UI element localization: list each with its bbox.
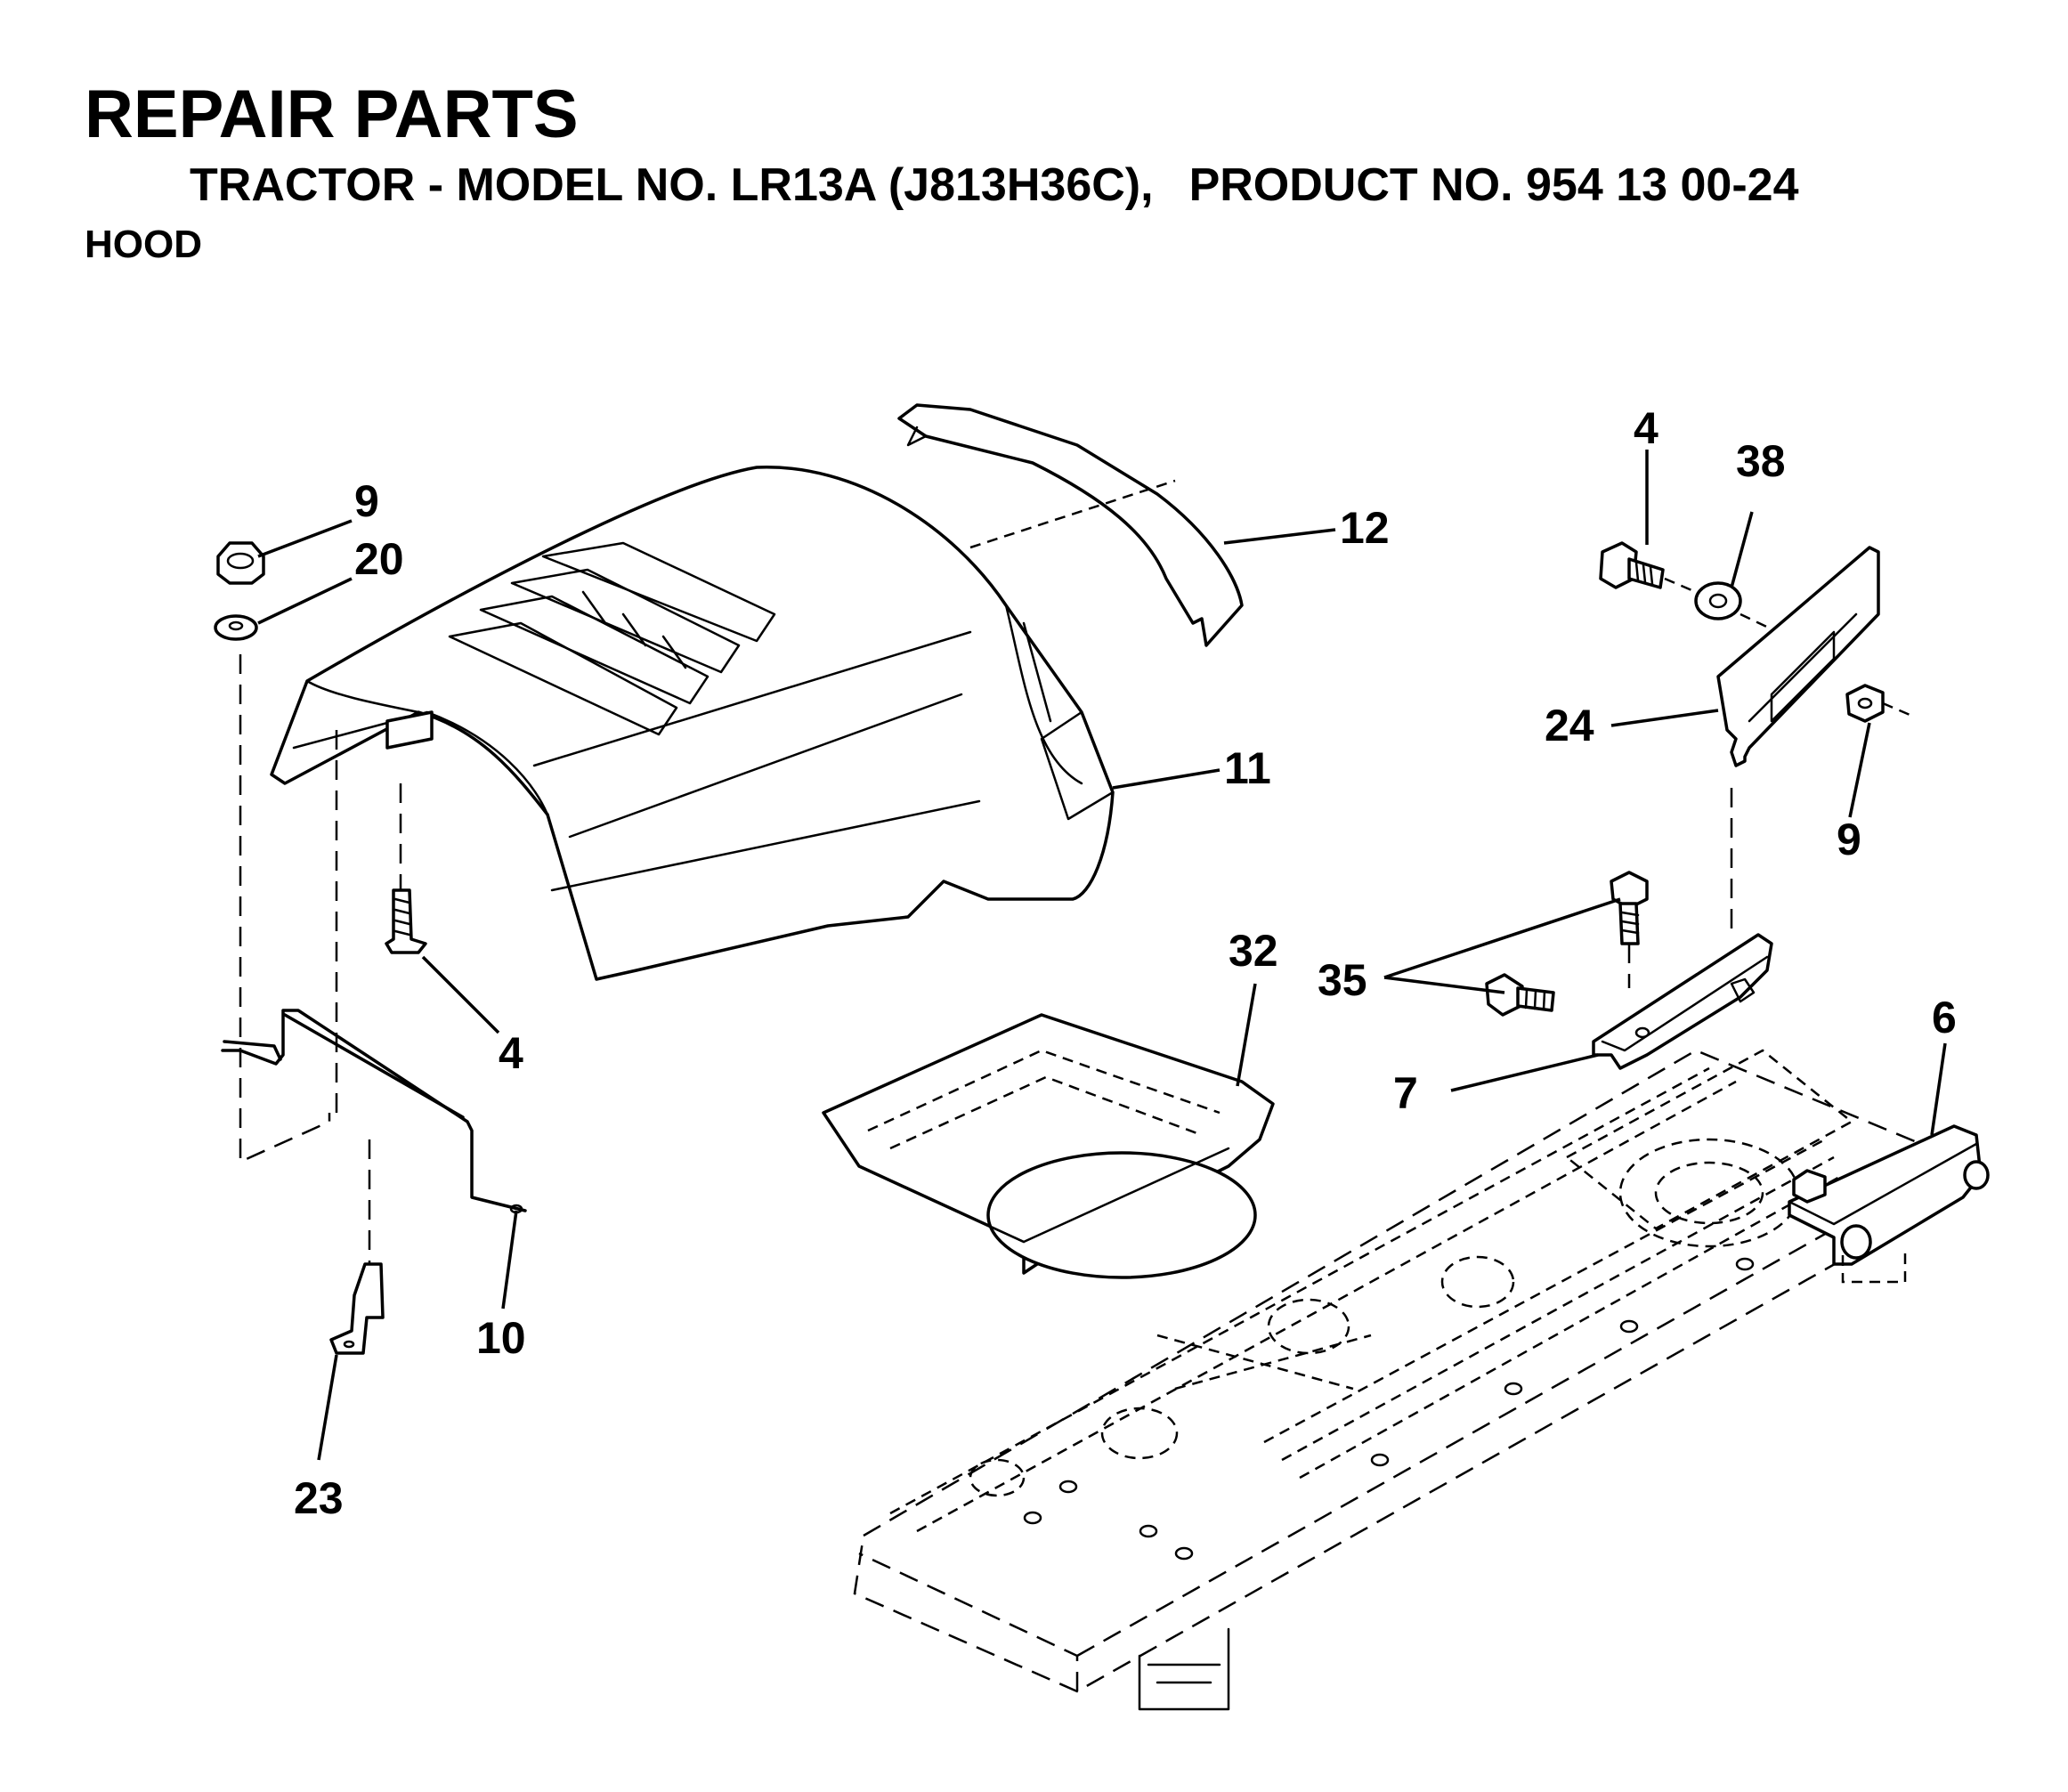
callout-9-left: 9	[354, 476, 379, 526]
callout-32: 32	[1229, 926, 1278, 976]
callout-9-right: 9	[1837, 815, 1861, 864]
dash-pan-drawing	[822, 1013, 1275, 1279]
page-title: REPAIR PARTS	[85, 77, 579, 152]
hood-vents	[448, 541, 776, 736]
grill-insert-drawing	[897, 403, 1244, 647]
callout-10: 10	[476, 1313, 526, 1363]
left-mount-drawing	[214, 541, 527, 1355]
front-bracket-drawing	[1485, 871, 1773, 1070]
callout-7: 7	[1393, 1068, 1418, 1118]
leader-lines	[257, 450, 1947, 1461]
callout-24: 24	[1545, 701, 1594, 750]
callout-4-mid: 4	[499, 1028, 523, 1078]
callout-20: 20	[354, 534, 404, 584]
callout-11: 11	[1224, 743, 1271, 793]
callout-35: 35	[1318, 955, 1367, 1005]
callout-23: 23	[294, 1473, 344, 1523]
right-hinge-drawing	[1599, 541, 1915, 935]
callout-6: 6	[1932, 993, 1957, 1042]
model-number-text: TRACTOR - MODEL NO. LR13A (J813H36C),	[190, 159, 1154, 211]
product-number-text: PRODUCT NO. 954 13 00-24	[1188, 159, 1799, 211]
hood-drawing	[270, 466, 1115, 981]
section-title: HOOD	[85, 223, 202, 266]
callout-12: 12	[1340, 503, 1390, 553]
callout-4-top: 4	[1634, 403, 1658, 453]
callout-labels: 9 20 4 38 12 24 9 11 32 35 4 6 7 10 23	[294, 403, 1957, 1523]
model-product-line: TRACTOR - MODEL NO. LR13A (J813H36C), PRO…	[190, 158, 1799, 212]
callout-38: 38	[1736, 436, 1786, 486]
side-bracket-drawing	[1788, 1124, 1990, 1284]
